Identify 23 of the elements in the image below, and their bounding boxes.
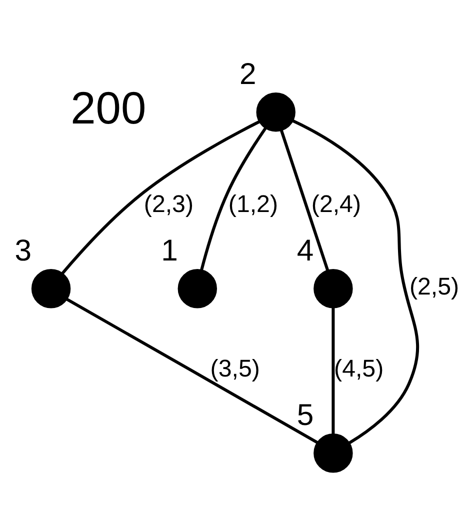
edge-label: (2,5): [409, 272, 460, 300]
node-circle: [178, 268, 217, 308]
connector: [332, 308, 335, 434]
edge-label: (1,2): [228, 190, 278, 218]
node-label: 3: [14, 234, 32, 268]
edge-label: (3,5): [210, 355, 260, 382]
edge-label: (2,3): [144, 190, 194, 218]
connector: [292, 118, 419, 444]
connector: [66, 297, 318, 444]
connector: [280, 129, 330, 270]
edge-label: (2,4): [311, 190, 362, 218]
label: 200: [70, 82, 146, 133]
connector: [200, 126, 267, 270]
node-circle: [31, 268, 71, 308]
edge-label: (4,5): [334, 355, 384, 382]
node-label: 2: [240, 58, 256, 91]
node-label: 4: [296, 234, 314, 268]
node-label: 5: [296, 398, 314, 432]
node-circle: [256, 92, 296, 132]
node-circle: [314, 432, 353, 472]
node-circle: [314, 268, 353, 308]
node-label: 1: [161, 234, 178, 268]
connector: [61, 120, 260, 274]
